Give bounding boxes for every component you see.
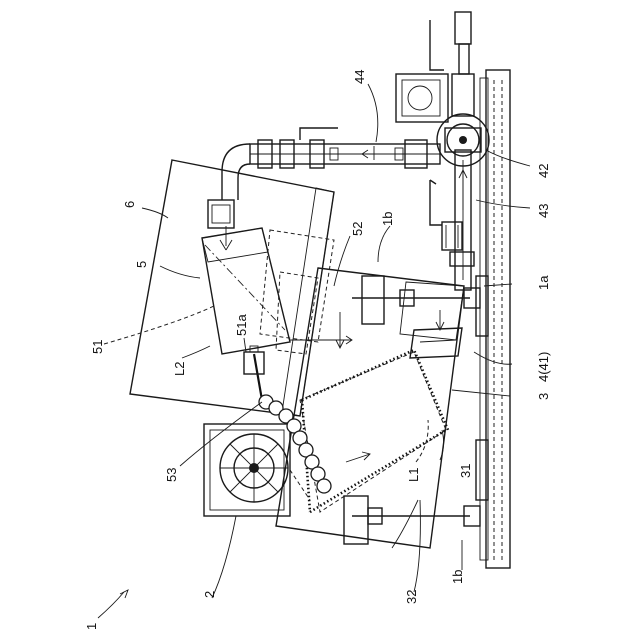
label-1a: 1a	[536, 275, 551, 290]
label-1b-top: 1b	[380, 212, 395, 226]
base-frame	[480, 70, 510, 568]
label-52: 52	[350, 222, 365, 236]
hopper-3	[276, 268, 464, 548]
label-51a: 51a	[234, 314, 249, 336]
label-5: 5	[134, 261, 149, 268]
label-32: 32	[404, 590, 419, 604]
part-4	[410, 328, 462, 358]
label-31: 31	[458, 464, 473, 478]
unit-2	[204, 424, 290, 516]
label-42: 42	[536, 164, 551, 178]
label-1: 1	[84, 623, 99, 630]
label-L1: L1	[406, 468, 421, 482]
label-51: 51	[90, 340, 105, 354]
label-1b-bottom: 1b	[450, 570, 465, 584]
label-2: 2	[202, 591, 217, 598]
label-L2: L2	[172, 362, 187, 376]
pipe-43	[430, 150, 474, 290]
label-44: 44	[352, 70, 367, 84]
label-53: 53	[164, 468, 179, 482]
valve-42	[437, 114, 489, 166]
pipe-44	[222, 128, 440, 200]
label-43: 43	[536, 204, 551, 218]
tank-6	[130, 160, 334, 416]
label-4-41: 4(41)	[536, 352, 551, 382]
label-6: 6	[122, 201, 137, 208]
label-3: 3	[536, 393, 551, 400]
top-pipe	[396, 12, 474, 122]
compartment-52	[260, 230, 334, 354]
